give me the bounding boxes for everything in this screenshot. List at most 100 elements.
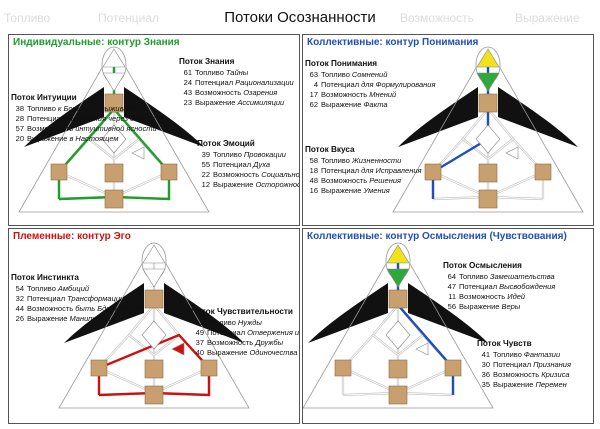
gate-number: 54 xyxy=(15,284,24,293)
stage-label: Выражение xyxy=(321,186,362,195)
gate-number: 17 xyxy=(309,90,318,99)
stage-word: Амбиций xyxy=(57,284,90,293)
spleen-center xyxy=(424,163,442,181)
gate-number: 36 xyxy=(481,370,490,379)
stream-title: Поток Инстинкта xyxy=(11,273,79,282)
sacral-center xyxy=(104,163,124,183)
throat-center xyxy=(478,93,498,113)
stream-title: Поток Эмоций xyxy=(197,139,255,148)
stage-label: Выражение xyxy=(321,100,362,109)
gate-number: 23 xyxy=(183,98,192,107)
heart-center xyxy=(171,342,185,356)
heart-center xyxy=(415,342,429,356)
stage-label: Возможность xyxy=(27,124,74,133)
stage-word: Одиночества xyxy=(249,348,298,357)
stream-title: Поток Осмысления xyxy=(443,261,522,270)
stage-word: Жизненности xyxy=(351,156,402,165)
stage-label: Потенциал xyxy=(321,80,360,89)
stream-title: Поток Чувствительности xyxy=(191,307,293,316)
stage-label: Потенциал xyxy=(321,166,360,175)
channel-core xyxy=(372,304,399,336)
stage-word: Манипуляции xyxy=(69,314,117,323)
heart-center xyxy=(505,146,519,160)
silhouette-right xyxy=(498,87,578,147)
stage-word: Дружбы xyxy=(255,338,284,347)
stage-word: Признания xyxy=(533,360,571,369)
stage-label: Потенциал xyxy=(195,78,234,87)
gate-number: 55 xyxy=(201,160,210,169)
stage-word: Решения xyxy=(369,176,401,185)
gate-number: 49 xyxy=(195,328,204,337)
stage-label: Возможность xyxy=(213,170,260,179)
throat-center xyxy=(388,289,408,309)
stage-word: Высвобождения xyxy=(499,282,556,291)
channel-core xyxy=(397,334,424,356)
stage-word: Замешательства xyxy=(489,272,555,281)
stage-label: Топливо xyxy=(213,150,242,159)
gate-number: 62 xyxy=(309,100,318,109)
ajna-center xyxy=(102,72,126,92)
stream-title: Поток Знания xyxy=(179,57,235,66)
stage-label: Выражение xyxy=(459,302,500,311)
faded-word: Потенциал xyxy=(98,11,159,25)
stage-word: Осторожности xyxy=(255,180,299,189)
stage-label: Потенциал xyxy=(493,360,532,369)
stage-label: Возможность xyxy=(207,338,254,347)
panel-title: Племенные: контур Эго xyxy=(13,231,131,242)
stage-word: Веры xyxy=(501,302,521,311)
stage-label: Выражение xyxy=(27,134,68,143)
gate-number: 28 xyxy=(15,114,24,123)
gate-number: 11 xyxy=(448,292,456,301)
ajna-center xyxy=(386,268,410,288)
spleen-center xyxy=(90,359,108,377)
gate-number: 26 xyxy=(15,314,24,323)
panel-title: Индивидуальные: контур Знания xyxy=(13,37,180,48)
body-outline xyxy=(58,242,250,409)
panel-knowing: Индивидуальные: контур Знания Поток Знан… xyxy=(8,34,300,226)
stage-word: для Формулирования xyxy=(361,80,436,89)
stage-word: выживания через борьбу xyxy=(67,114,155,123)
gate-number: 38 xyxy=(15,104,24,113)
solar-plexus-center xyxy=(160,163,178,181)
stage-label: Топливо xyxy=(459,272,488,281)
channel-core xyxy=(88,138,115,160)
stage-word: Кризиса xyxy=(541,370,570,379)
root-center xyxy=(388,385,408,405)
gate-number: 47 xyxy=(447,282,456,291)
page-title: Потоки Осознанности xyxy=(224,9,376,26)
stage-label: Потенциал xyxy=(459,282,498,291)
g-center xyxy=(475,124,501,154)
gate-number: 22 xyxy=(201,170,210,179)
solar-plexus-center xyxy=(200,359,218,377)
bodygraph-ego xyxy=(58,242,250,409)
stage-label: Топливо xyxy=(27,104,56,113)
stage-label: Возможность xyxy=(459,292,506,301)
body-outline xyxy=(392,46,584,213)
panel-understanding: Коллективные: контур Понимания Поток Пон… xyxy=(302,34,594,226)
gate-number: 32 xyxy=(15,294,24,303)
